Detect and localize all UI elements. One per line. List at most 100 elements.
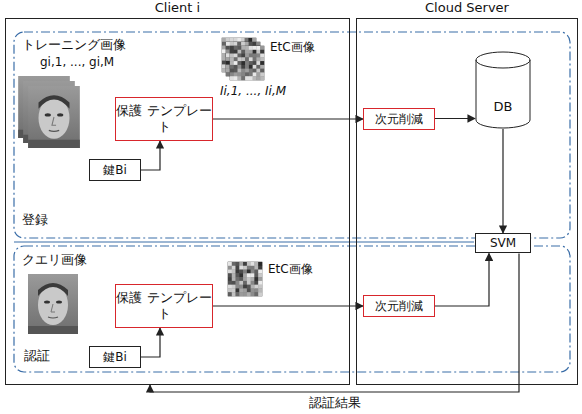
noise-cell: [228, 281, 232, 285]
noise-cell: [237, 57, 241, 61]
noise-cell: [252, 68, 256, 72]
noise-cell: [222, 57, 226, 61]
noise-cell: [230, 50, 234, 54]
noise-cell: [241, 76, 245, 80]
noise-cell: [245, 68, 249, 72]
noise-cell: [251, 277, 255, 281]
noise-cell: [248, 53, 252, 57]
noise-cell: [256, 65, 260, 69]
noise-cell: [232, 273, 236, 277]
noise-cell: [256, 72, 260, 76]
noise-cell: [249, 61, 253, 65]
noise-cell: [234, 61, 238, 65]
noise-cell: [252, 61, 256, 65]
noise-cell: [238, 69, 242, 73]
noise-cell: [237, 42, 241, 46]
phase-label: 登録: [22, 212, 48, 228]
noise-cell: [233, 46, 237, 50]
noise-cell: [226, 57, 230, 61]
box-label: 鍵Bi: [103, 163, 127, 177]
noise-cell: [256, 46, 260, 50]
noise-cell: [232, 288, 236, 292]
dim-reduction-box: 次元削減: [363, 108, 435, 130]
noise-cell: [249, 57, 253, 61]
noise-cell: [241, 38, 245, 42]
flow-arrow: [141, 141, 160, 170]
noise-cell: [238, 72, 242, 76]
noise-cell: [245, 72, 249, 76]
noise-cell: [239, 277, 243, 281]
noise-cell: [230, 68, 234, 72]
noise-cell: [258, 270, 262, 274]
noise-cell: [258, 288, 262, 292]
noise-cell: [230, 42, 234, 46]
noise-cell: [230, 46, 234, 50]
noise-cell: [238, 50, 242, 54]
noise-cell: [233, 57, 237, 61]
noise-cell: [245, 42, 249, 46]
noise-cell: [232, 277, 236, 281]
noise-cell: [260, 61, 264, 65]
noise-cell: [230, 72, 234, 76]
noise-cell: [252, 68, 256, 72]
noise-cell: [234, 53, 238, 57]
noise-cell: [239, 285, 243, 289]
noise-cell: [234, 50, 238, 54]
noise-cell: [249, 54, 253, 58]
noise-cell: [241, 50, 245, 54]
noise-cell: [239, 262, 243, 266]
noise-cell: [243, 273, 247, 277]
client-panel: Client i保護 テンプレート鍵Bi保護 テンプレート鍵Bi: [5, 18, 350, 385]
noise-cell: [234, 68, 238, 72]
noise-cell: [228, 285, 232, 289]
noise-cell: [253, 69, 257, 73]
noise-cell: [241, 68, 245, 72]
noise-cell: [233, 61, 237, 65]
panel-title: Client i: [6, 0, 349, 15]
noise-cell: [252, 57, 256, 61]
noise-cell: [230, 42, 234, 46]
noise-cell: [260, 72, 264, 76]
noise-cell: [254, 270, 258, 274]
image-label: EtC画像: [270, 40, 315, 54]
noise-cell: [253, 54, 257, 58]
noise-cell: [251, 281, 255, 285]
variable-label: Ii,1, ..., Ii,M: [220, 84, 286, 98]
noise-cell: [254, 288, 258, 292]
noise-cell: [238, 61, 242, 65]
noise-cell: [256, 57, 260, 61]
noise-cell: [241, 69, 245, 73]
noise-cell: [241, 57, 245, 61]
noise-cell: [258, 281, 262, 285]
noise-cell: [228, 277, 232, 281]
flow-arrow: [502, 129, 503, 233]
noise-cell: [252, 50, 256, 54]
cylinder-outline: [475, 51, 531, 129]
noise-cell: [249, 72, 253, 76]
noise-cell: [241, 53, 245, 57]
box-label: 次元削減: [375, 299, 423, 313]
noise-cell: [245, 46, 249, 50]
noise-cell: [237, 53, 241, 57]
noise-cell: [245, 53, 249, 57]
noise-cell: [234, 42, 238, 46]
noise-cell: [243, 285, 247, 289]
etc-image: [226, 42, 260, 76]
auth-region: [14, 246, 570, 372]
cloud-panel: Cloud Server次元削減DBSVM次元削減: [356, 18, 578, 385]
noise-cell: [236, 266, 240, 270]
noise-cell: [230, 54, 234, 58]
noise-cell: [247, 266, 251, 270]
noise-cell: [245, 61, 249, 65]
noise-cell: [226, 38, 230, 42]
noise-cell: [251, 262, 255, 266]
noise-cell: [230, 57, 234, 61]
noise-cell: [228, 262, 232, 266]
noise-cell: [239, 292, 243, 296]
noise-cell: [241, 61, 245, 65]
noise-cell: [248, 38, 252, 42]
noise-cell: [260, 69, 264, 73]
noise-cell: [253, 61, 257, 65]
noise-cell: [226, 53, 230, 57]
